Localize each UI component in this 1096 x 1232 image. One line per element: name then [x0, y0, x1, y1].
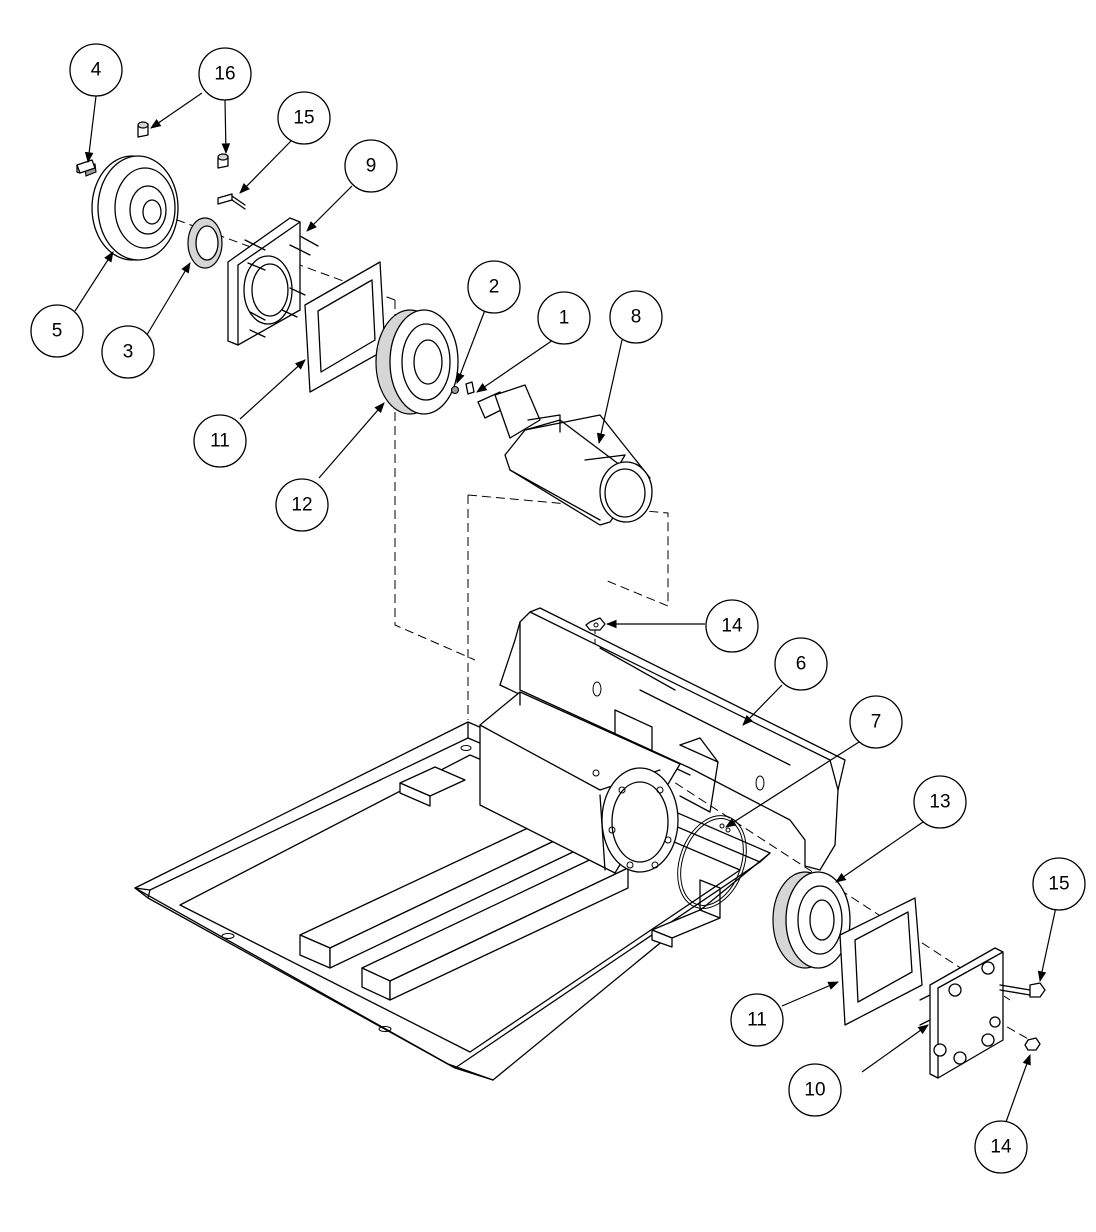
callout-12: 12 [275, 478, 329, 532]
callout-4: 4 [69, 43, 123, 97]
callout-label: 9 [366, 156, 377, 177]
callout-2: 2 [467, 260, 521, 314]
callout-11-lower: 11 [730, 993, 784, 1047]
callout-15-upper: 15 [277, 91, 331, 145]
bolt-upper [217, 193, 246, 210]
callout-label: 16 [214, 64, 235, 85]
callout-label: 11 [210, 431, 230, 452]
callout-label: 13 [929, 792, 950, 813]
eccentric-shaft [477, 384, 653, 526]
callout-label: 15 [293, 108, 314, 129]
callout-1: 1 [537, 291, 591, 345]
leader-lines [74, 92, 1057, 1123]
callout-label: 2 [489, 277, 500, 298]
callout-14-upper: 14 [705, 599, 759, 653]
callout-9: 9 [344, 139, 398, 193]
callout-label: 14 [721, 616, 743, 637]
bearing-cover-plate [227, 217, 319, 346]
callout-6: 6 [774, 637, 828, 691]
callout-16: 16 [198, 47, 252, 101]
callout-label: 14 [990, 1137, 1012, 1158]
callout-label: 7 [871, 712, 882, 733]
nut-lower [1024, 1037, 1041, 1051]
oil-seal [187, 217, 223, 269]
callout-label: 4 [91, 60, 102, 81]
callout-label: 15 [1048, 874, 1069, 895]
nut-upper [585, 617, 606, 631]
callout-label: 11 [747, 1010, 767, 1031]
callout-13: 13 [913, 775, 967, 829]
exciter-housing [479, 691, 681, 874]
bolt-lower [999, 982, 1046, 998]
drive-pulley [84, 155, 179, 261]
callout-label: 12 [291, 495, 312, 516]
callout-label: 5 [52, 321, 63, 342]
roller-bearing-upper [375, 309, 459, 415]
gasket-lower [839, 897, 923, 1026]
callout-3: 3 [101, 325, 155, 379]
bearing-cover-plate-lower [919, 947, 1004, 1079]
roller-bearing-lower [772, 871, 851, 969]
callout-11-upper: 11 [193, 414, 247, 468]
callout-label: 1 [559, 308, 570, 329]
callout-15-lower: 15 [1032, 857, 1086, 911]
exciter-frame [499, 607, 846, 871]
callout-label: 3 [123, 342, 134, 363]
gasket-upper [304, 261, 386, 393]
callout-7: 7 [849, 695, 903, 749]
base-bars [299, 766, 721, 1001]
callout-14-lower: 14 [974, 1120, 1028, 1174]
callout-label: 6 [796, 654, 807, 675]
callout-10: 10 [788, 1063, 842, 1117]
callout-label: 10 [804, 1080, 825, 1101]
callout-label: 8 [631, 307, 642, 328]
callout-8: 8 [609, 290, 663, 344]
callout-5: 5 [30, 304, 84, 358]
shaft-small-parts [450, 381, 475, 395]
